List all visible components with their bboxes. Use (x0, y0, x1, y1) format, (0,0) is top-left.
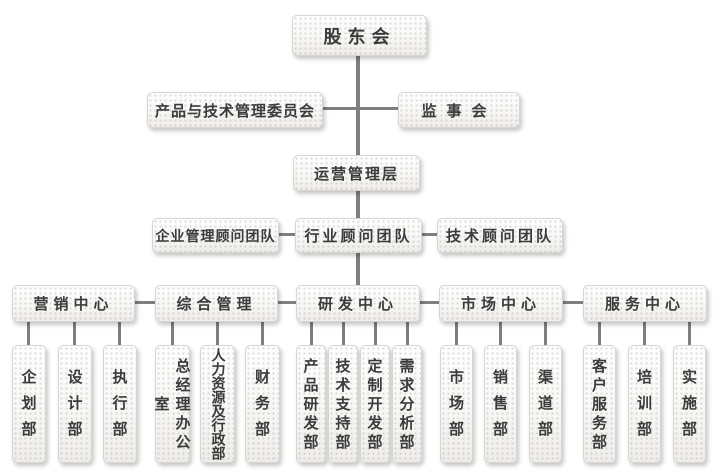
node-dept-finance: 财务部 (245, 345, 280, 463)
connector-drop-product-rd (310, 322, 313, 345)
node-dept-planning: 企划部 (12, 345, 46, 463)
connector-drop-finance (261, 322, 264, 345)
connector-centers-3 (420, 301, 439, 304)
connector-drop-requirements (406, 322, 409, 345)
node-dept-custom-dev: 定制开发部 (360, 345, 390, 463)
node-dept-product-rd: 产品研发部 (296, 345, 326, 463)
node-rd-center: 研发中心 (296, 285, 420, 322)
node-dept-design: 设计部 (58, 345, 92, 463)
connector-drop-implementation (688, 322, 691, 345)
node-shareholders-meeting: 股东会 (292, 15, 427, 56)
node-dept-requirements-analysis: 需求分析部 (392, 345, 422, 463)
connector-trunk-mid (356, 191, 360, 218)
connector-drop-channel (544, 322, 547, 345)
node-dept-implementation: 实施部 (673, 345, 706, 463)
node-dept-gm-office: 总经理办公室 (153, 345, 192, 463)
node-dept-tech-support: 技术支持部 (328, 345, 358, 463)
node-dept-training: 培训部 (628, 345, 661, 463)
connector-drop-sales (499, 322, 502, 345)
connector-drop-market (455, 322, 458, 345)
node-industry-consultant-team: 行业顾问团队 (295, 218, 422, 253)
node-dept-channel: 渠道部 (529, 345, 562, 463)
connector-level2-horizontal (323, 107, 398, 110)
node-supervisory-board: 监事会 (398, 92, 520, 128)
connector-drop-gm-office (171, 322, 174, 345)
node-dept-execution: 执行部 (103, 345, 137, 463)
connector-advisor-left (279, 233, 295, 236)
connector-drop-tech-support (342, 322, 345, 345)
connector-drop-execution (118, 322, 121, 345)
node-dept-market: 市场部 (440, 345, 473, 463)
connector-trunk-top (356, 56, 360, 156)
node-tech-consultant-team: 技术顾问团队 (437, 218, 563, 253)
node-dept-hr-admin: 人力资源及行政部 (200, 345, 235, 463)
connector-centers-2 (278, 301, 296, 304)
connector-drop-custom-dev (374, 322, 377, 345)
connector-drop-training (643, 322, 646, 345)
connector-centers-4 (563, 301, 583, 304)
connector-centers-1 (135, 301, 155, 304)
node-dept-customer-service: 客户服务部 (583, 345, 616, 463)
node-market-center: 市场中心 (439, 285, 563, 322)
connector-drop-planning (27, 322, 30, 345)
node-marketing-center: 营销中心 (12, 285, 135, 322)
connector-advisor-right (422, 233, 437, 236)
connector-drop-customer-service (598, 322, 601, 345)
node-operations-management: 运营管理层 (293, 155, 420, 191)
node-product-tech-committee: 产品与技术管理委员会 (147, 92, 323, 128)
node-general-management: 综合管理 (155, 285, 278, 322)
node-dept-sales: 销售部 (484, 345, 517, 463)
connector-drop-design (73, 322, 76, 345)
connector-drop-hr-admin (216, 322, 219, 345)
connector-trunk-bottom (356, 253, 360, 285)
node-service-center: 服务中心 (583, 285, 707, 322)
node-enterprise-consultant-team: 企业管理顾问团队 (152, 218, 279, 253)
